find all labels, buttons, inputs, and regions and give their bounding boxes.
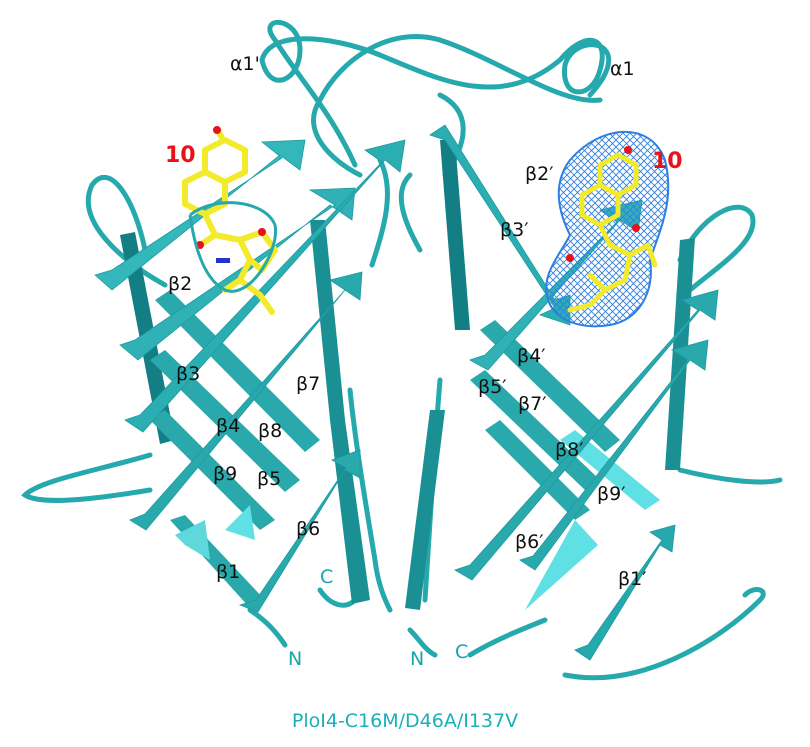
label-n-right: N <box>410 648 424 670</box>
label-alpha1-prime: α1' <box>230 53 260 75</box>
n-terminus-left <box>247 607 288 648</box>
label-n-left: N <box>288 648 302 670</box>
label-beta4-prime: β4′ <box>517 345 546 367</box>
label-beta6-prime: β6′ <box>515 531 544 553</box>
ligand-right <box>567 152 658 313</box>
label-beta2-prime: β2′ <box>525 163 554 185</box>
loop-right-top <box>677 204 756 293</box>
strand-back-r1 <box>440 140 470 330</box>
label-beta9: β9 <box>213 463 237 485</box>
left-beta-barrel <box>94 139 406 613</box>
strand-b1p <box>574 524 676 661</box>
strand-b8p-diag <box>560 430 660 510</box>
label-c-left: C <box>320 566 333 588</box>
label-beta2: β2 <box>168 273 192 295</box>
loop-right-bottom <box>562 587 766 681</box>
c-terminus-right <box>467 617 548 658</box>
strand-b9p <box>519 339 709 571</box>
strand-b4 <box>124 139 406 433</box>
label-alpha1: α1 <box>610 58 635 80</box>
strand-b4-diag <box>150 350 300 492</box>
strand-back-r3 <box>405 410 445 610</box>
ligand-label-left: 10 <box>165 143 196 168</box>
strand-b7p-diag <box>485 420 590 520</box>
label-beta7: β7 <box>296 373 320 395</box>
strand-back-3 <box>330 420 370 604</box>
coil-loops <box>21 19 783 681</box>
strand-b5 <box>129 271 363 531</box>
strand-b6 <box>238 449 361 613</box>
label-beta3-prime: β3′ <box>500 219 529 241</box>
label-beta8-prime: β8′ <box>555 439 584 461</box>
ligand-label-right: 10 <box>652 149 683 174</box>
strand-b9p-arrow <box>525 520 598 610</box>
ligand-left-ring-loop <box>188 201 278 293</box>
label-beta6: β6 <box>296 518 320 540</box>
loop-left-bottom <box>21 452 153 503</box>
label-beta4: β4 <box>216 415 240 437</box>
label-beta7-prime: β7′ <box>518 393 547 415</box>
label-beta8: β8 <box>258 420 282 442</box>
label-beta1: β1 <box>216 561 240 583</box>
strand-b5-arrow <box>225 505 255 540</box>
strand-b2p <box>429 124 571 326</box>
label-beta5-prime: β5′ <box>478 376 507 398</box>
ligand-left-atoms <box>196 126 266 263</box>
strand-b9-diag <box>150 410 275 530</box>
ligand-left <box>182 127 278 315</box>
label-beta1-prime: β1′ <box>618 568 647 590</box>
strand-b3-diag <box>155 290 320 452</box>
strand-b6p <box>454 289 719 581</box>
label-c-right: C <box>455 641 468 663</box>
label-beta9-prime: β9′ <box>597 483 626 505</box>
label-beta3: β3 <box>176 363 200 385</box>
strand-b1-arrow <box>175 520 210 560</box>
ligand-right-atoms <box>566 146 640 262</box>
figure-caption: PloI4-C16M/D46A/I137V <box>292 710 518 732</box>
helix-a1-prime <box>259 19 612 168</box>
strand-b4p-diag <box>480 320 620 452</box>
strand-b2 <box>94 139 306 291</box>
n-terminus-right <box>407 627 438 658</box>
helix-a1 <box>311 33 603 178</box>
strand-back-2 <box>310 220 345 420</box>
strand-b3 <box>119 187 356 361</box>
label-beta5: β5 <box>257 468 281 490</box>
